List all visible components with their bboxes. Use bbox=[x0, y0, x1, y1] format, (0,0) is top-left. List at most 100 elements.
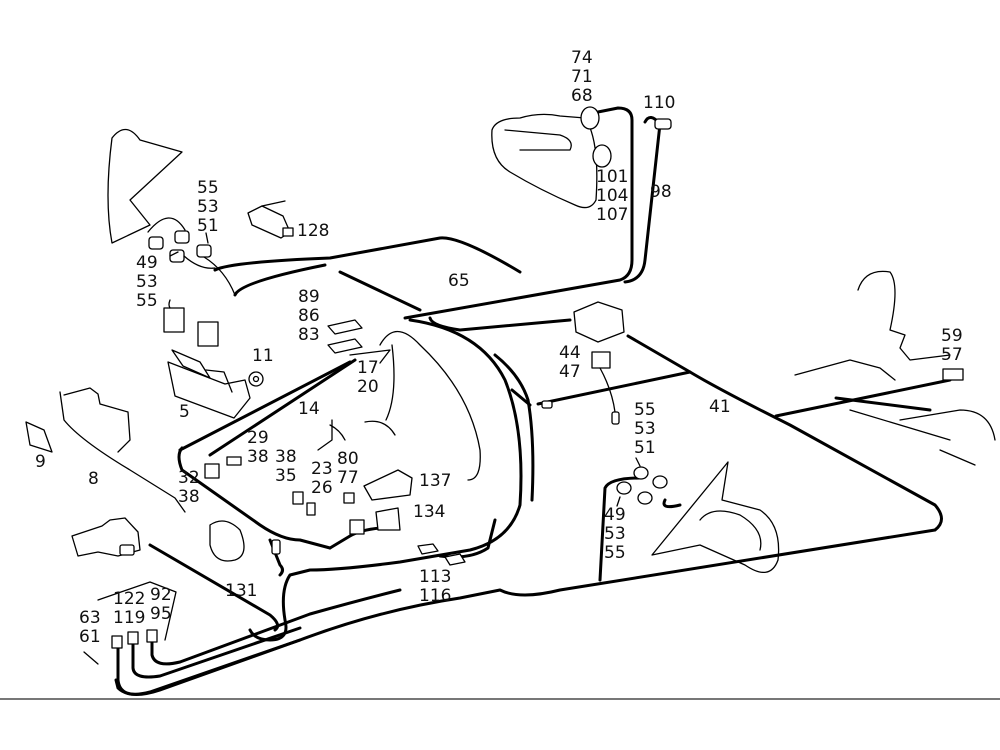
label-23: 23 bbox=[311, 459, 333, 479]
label-61: 61 bbox=[79, 627, 101, 647]
label-49: 49 bbox=[604, 505, 626, 525]
connector-63-icon bbox=[111, 635, 123, 649]
label-53: 53 bbox=[197, 197, 219, 217]
connector-95-icon bbox=[146, 629, 158, 643]
label-47: 47 bbox=[559, 362, 581, 382]
label-98: 98 bbox=[650, 182, 672, 202]
label-53: 53 bbox=[604, 524, 626, 544]
switch-block-5 bbox=[167, 349, 264, 419]
connectors-lower-left bbox=[83, 581, 177, 665]
switch-137-icon bbox=[363, 469, 413, 501]
label-89: 89 bbox=[298, 287, 320, 307]
plate-9-icon bbox=[25, 421, 53, 453]
mirror-right bbox=[616, 461, 780, 573]
bulb-socket-icon bbox=[580, 106, 600, 130]
seat-assembly-right bbox=[794, 270, 996, 466]
label-134: 134 bbox=[413, 502, 445, 522]
connector-icon bbox=[349, 519, 365, 535]
module-44-icon bbox=[573, 301, 625, 343]
connector-32-icon bbox=[204, 463, 220, 479]
label-14: 14 bbox=[298, 399, 320, 419]
label-35: 35 bbox=[275, 466, 297, 486]
connector-59-icon bbox=[942, 368, 964, 381]
page-divider bbox=[0, 698, 1000, 700]
connector-51-icon bbox=[633, 466, 649, 480]
label-57: 57 bbox=[941, 345, 963, 365]
lamp-housing-left bbox=[107, 128, 236, 296]
label-55: 55 bbox=[197, 178, 219, 198]
label-116: 116 bbox=[419, 586, 451, 606]
callout-labels: 74 71 68 110 101 104 107 98 55 53 51 128… bbox=[35, 48, 963, 647]
steering-area bbox=[329, 330, 481, 481]
multi-pin-connector-icon bbox=[163, 307, 185, 333]
label-55: 55 bbox=[136, 291, 158, 311]
connectors-113-116 bbox=[417, 543, 466, 566]
label-49: 49 bbox=[136, 253, 158, 273]
label-128: 128 bbox=[297, 221, 329, 241]
connector-icon bbox=[196, 244, 212, 258]
label-53: 53 bbox=[136, 272, 158, 292]
label-86: 86 bbox=[298, 306, 320, 326]
harness-main bbox=[114, 106, 952, 696]
label-5: 5 bbox=[179, 402, 190, 422]
label-137: 137 bbox=[419, 471, 451, 491]
label-51: 51 bbox=[197, 216, 219, 236]
connector-icon bbox=[148, 236, 164, 250]
relay-boxes bbox=[327, 319, 363, 354]
label-63: 63 bbox=[79, 608, 101, 628]
label-68: 68 bbox=[571, 86, 593, 106]
connector-icon bbox=[174, 230, 190, 244]
connector-icon bbox=[654, 118, 672, 130]
multi-pin-connector-icon bbox=[197, 321, 219, 347]
label-8: 8 bbox=[88, 469, 99, 489]
label-38: 38 bbox=[178, 487, 200, 507]
bulb-socket-icon bbox=[592, 144, 612, 168]
label-51: 51 bbox=[634, 438, 656, 458]
relay-89-icon bbox=[327, 319, 363, 335]
connector-77-icon bbox=[343, 492, 355, 504]
label-80: 80 bbox=[337, 449, 359, 469]
label-101: 101 bbox=[596, 167, 628, 187]
connector-29-icon bbox=[226, 456, 242, 466]
label-104: 104 bbox=[596, 186, 628, 206]
label-110: 110 bbox=[643, 93, 675, 113]
label-83: 83 bbox=[298, 325, 320, 345]
label-41: 41 bbox=[709, 397, 731, 417]
bracket-128 bbox=[247, 200, 294, 239]
connector-26-icon bbox=[306, 502, 316, 516]
label-55: 55 bbox=[634, 400, 656, 420]
terminal-icon bbox=[541, 400, 553, 409]
label-55: 55 bbox=[604, 543, 626, 563]
label-11: 11 bbox=[252, 346, 274, 366]
label-29: 29 bbox=[247, 428, 269, 448]
label-38: 38 bbox=[247, 447, 269, 467]
clip-icon bbox=[282, 227, 294, 237]
label-65: 65 bbox=[448, 271, 470, 291]
terminal-icon bbox=[119, 544, 135, 556]
connector-cluster-left bbox=[163, 299, 219, 347]
label-59: 59 bbox=[941, 326, 963, 346]
relay-134-icon bbox=[375, 507, 401, 531]
connector-35-icon bbox=[292, 491, 304, 505]
label-92: 92 bbox=[150, 585, 172, 605]
components-center bbox=[204, 456, 413, 562]
label-44: 44 bbox=[559, 343, 581, 363]
connector-icon bbox=[652, 475, 668, 489]
bulb-icon bbox=[271, 539, 281, 555]
relay-17-icon bbox=[327, 338, 363, 354]
label-9: 9 bbox=[35, 452, 46, 472]
bracket-lower-left bbox=[71, 517, 141, 557]
relay-47-icon bbox=[591, 351, 611, 369]
label-38: 38 bbox=[275, 447, 297, 467]
label-122: 122 bbox=[113, 589, 145, 609]
connector-49-icon bbox=[616, 481, 632, 495]
label-77: 77 bbox=[337, 468, 359, 488]
panel-8 bbox=[25, 387, 186, 513]
label-113: 113 bbox=[419, 567, 451, 587]
terminal-icon bbox=[611, 411, 620, 425]
module-44-47 bbox=[541, 301, 625, 425]
lamp-assembly-top bbox=[491, 106, 672, 209]
connector-icon bbox=[637, 491, 653, 505]
label-26: 26 bbox=[311, 478, 333, 498]
